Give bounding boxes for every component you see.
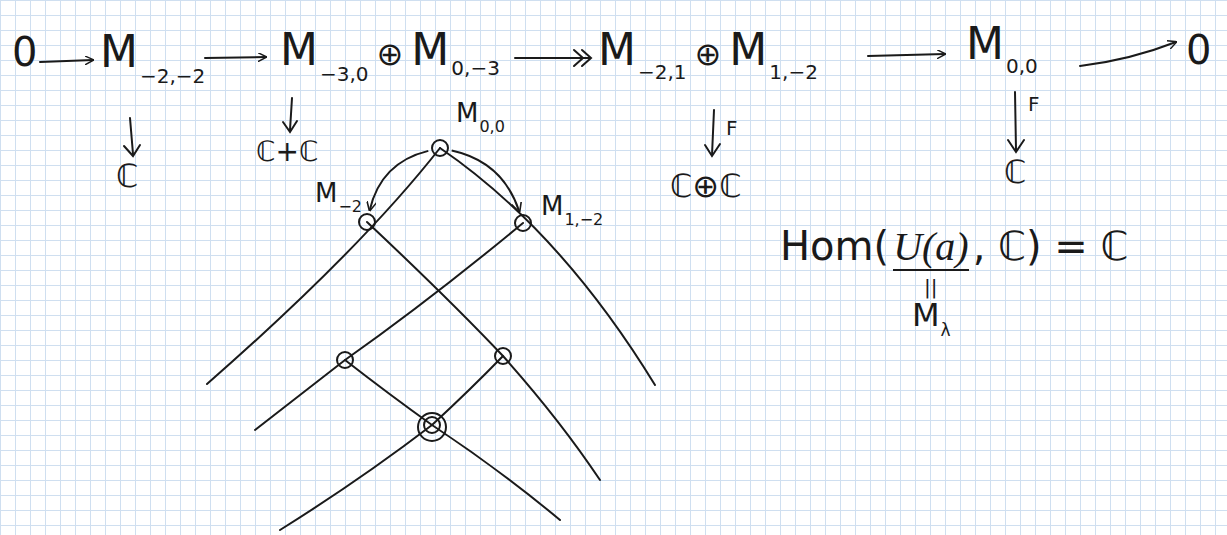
lattice-point	[337, 352, 353, 368]
formula-row: ℂ	[1004, 156, 1026, 188]
down-arrow	[712, 110, 714, 155]
formula-row: ℂ+ℂ	[256, 138, 319, 166]
node-text: 1,−2	[564, 212, 603, 228]
math-label: −2,−2	[140, 66, 205, 86]
math-label: M	[729, 28, 767, 72]
down-arrow	[283, 121, 297, 132]
math-label: M	[966, 22, 1004, 66]
down-arrow	[1015, 92, 1016, 150]
surjection-arrow	[515, 57, 590, 59]
math-label: ℂ+ℂ	[256, 138, 319, 166]
math-label: ℂ	[116, 160, 138, 192]
math-label: F	[1028, 94, 1040, 114]
math-label: ℂ⊕ℂ	[670, 170, 742, 202]
action-arrow	[452, 151, 520, 212]
node-text: M	[541, 193, 563, 219]
down-arrow	[124, 145, 140, 156]
math-label: 1,−2	[769, 62, 818, 82]
math-label: F	[726, 118, 738, 138]
node-text: M	[315, 180, 337, 206]
math-label: ⊕	[695, 38, 722, 70]
lattice-point	[418, 413, 446, 441]
math-label: 0	[12, 32, 37, 72]
action-arrow	[370, 151, 429, 210]
math-label: 0,−3	[451, 58, 500, 78]
lattice-line	[440, 148, 655, 385]
formula-row: 0	[1186, 30, 1211, 70]
formula-row: M−2,1⊕M1,−2	[598, 28, 818, 72]
lattice-point	[495, 348, 511, 364]
surjection-arrow	[582, 50, 591, 66]
formula-row: ||	[924, 277, 937, 297]
surjection-arrow	[574, 50, 583, 66]
map-arrow	[205, 57, 266, 58]
math-label: M	[411, 28, 449, 72]
node-circle	[513, 213, 533, 233]
formula-row: M0,0	[966, 22, 1038, 66]
node-circle	[357, 212, 377, 232]
math-label: M	[912, 299, 940, 331]
node-text: 0,0	[479, 119, 504, 135]
math-label: M	[100, 30, 138, 74]
node-text: −2	[338, 199, 362, 215]
down-arrow	[130, 118, 133, 154]
node-label: M1,−2	[541, 193, 603, 219]
formula-row: M−3,0⊕M0,−3	[280, 28, 500, 72]
math-label: −3,0	[320, 64, 369, 84]
math-label: −2,1	[638, 62, 687, 82]
map-arrow	[40, 60, 93, 62]
lattice-line	[280, 356, 503, 530]
node-circle	[430, 138, 450, 158]
formula-row: ℂ⊕ℂ	[670, 170, 742, 202]
node-text: M	[456, 100, 478, 126]
math-label: Hom(	[780, 226, 889, 266]
math-label: 0	[1186, 30, 1211, 70]
formula-row: F	[726, 118, 738, 138]
formula-row: ℂ	[116, 160, 138, 192]
node-label: M0,0	[456, 100, 505, 126]
weight-node: M0,0	[430, 138, 450, 158]
lattice-point	[424, 417, 440, 433]
weight-node: M1,−2	[513, 213, 533, 233]
formula-row: F	[1028, 94, 1040, 114]
down-arrow	[1008, 140, 1024, 152]
math-label: ⊕	[377, 38, 404, 70]
math-label: M	[280, 28, 318, 72]
down-arrow	[705, 144, 720, 156]
map-arrow	[868, 54, 945, 56]
math-label: , ℂ) = ℂ	[973, 226, 1129, 266]
math-label: ||	[924, 277, 937, 297]
lattice-line	[345, 360, 560, 520]
lattice-line	[207, 148, 440, 384]
node-label: M−2	[315, 180, 362, 206]
formula-row: Hom(U(a), ℂ) = ℂ	[780, 226, 1129, 271]
formula-row: Mλ	[912, 299, 951, 331]
lattice-line	[255, 223, 523, 430]
weight-node: M−2	[357, 212, 377, 232]
formula-row: M−2,−2	[100, 30, 205, 74]
map-arrow	[1080, 42, 1176, 66]
math-label: 0,0	[1006, 56, 1038, 76]
down-arrow	[290, 98, 292, 130]
math-label: U(a)	[893, 227, 969, 271]
lattice-line	[367, 222, 600, 480]
formula-row: 0	[12, 32, 37, 72]
math-label: ℂ	[1004, 156, 1026, 188]
math-label: λ	[941, 322, 951, 339]
math-label: M	[598, 28, 636, 72]
